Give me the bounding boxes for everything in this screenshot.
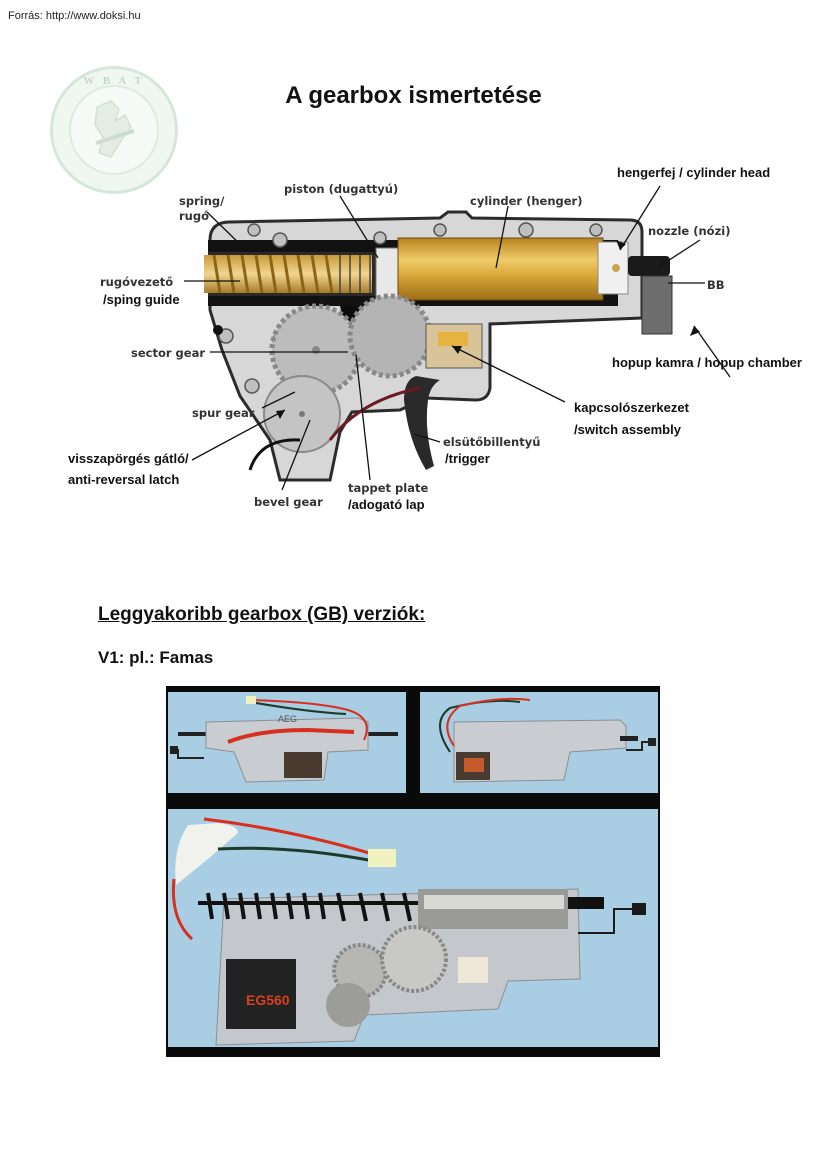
label-trigger: /trigger bbox=[445, 451, 490, 466]
label-hopup-chamber: hopup kamra / hopup chamber bbox=[612, 355, 802, 370]
label-bevel-gear: bevel gear bbox=[254, 495, 323, 509]
label-spring-guide: /sping guide bbox=[103, 292, 180, 307]
label-sector-gear: sector gear bbox=[131, 346, 205, 360]
hopup-chamber bbox=[641, 275, 673, 335]
source-line: Forrás: http://www.doksi.hu bbox=[8, 10, 141, 22]
label-switch-assembly-hu: kapcsolószerkezet bbox=[574, 400, 689, 415]
gearbox-diagram bbox=[204, 210, 673, 482]
logo-text: W B A T bbox=[83, 75, 145, 87]
famas-gearbox-photos: AEG bbox=[166, 686, 660, 1057]
label-cylinder: cylinder (henger) bbox=[470, 194, 583, 208]
section-heading: Leggyakoribb gearbox (GB) verziók: bbox=[98, 604, 426, 625]
mascot-icon bbox=[94, 100, 135, 158]
label-spring-hu: rugó bbox=[179, 209, 209, 223]
spring-detail bbox=[198, 892, 418, 922]
label-bb: BB bbox=[707, 278, 725, 292]
motor bbox=[226, 959, 296, 1029]
label-cylinder-head: hengerfej / cylinder head bbox=[617, 165, 771, 180]
label-anti-reversal: anti-reversal latch bbox=[68, 472, 180, 487]
label-spring: spring/ bbox=[179, 194, 225, 208]
label-piston: piston (dugattyú) bbox=[284, 182, 399, 196]
label-trigger-hu: elsütőbillentyű bbox=[443, 435, 541, 449]
piston-head bbox=[339, 255, 371, 293]
logo-inner-ring bbox=[69, 85, 159, 175]
cylinder bbox=[397, 237, 604, 301]
gear-partial bbox=[347, 293, 433, 379]
label-switch-assembly: /switch assembly bbox=[574, 422, 681, 437]
version-heading: V1: pl.: Famas bbox=[98, 648, 214, 667]
aeg-marking: AEG bbox=[278, 714, 297, 724]
motor-label: EG560 bbox=[246, 992, 290, 1008]
label-tappet-plate: tappet plate bbox=[348, 481, 429, 495]
page-title: A gearbox ismertetése bbox=[0, 82, 827, 110]
label-spur-gear: spur gear bbox=[192, 406, 255, 420]
photo-gearbox-right-side bbox=[420, 692, 658, 793]
page-title-text: A gearbox ismertetése bbox=[285, 82, 542, 109]
photo-gearbox-open: EG560 bbox=[168, 809, 658, 1047]
photo-gearbox-left-side: AEG bbox=[168, 692, 406, 793]
label-tappet-plate-hu: /adogató lap bbox=[348, 497, 425, 512]
spring bbox=[204, 254, 372, 294]
label-anti-reversal-hu: visszapörgés gátló/ bbox=[68, 451, 189, 466]
trigger-part bbox=[404, 376, 440, 470]
label-spring-guide-hu: rugóvezető bbox=[100, 275, 174, 289]
club-logo-watermark: W B A T bbox=[50, 66, 178, 194]
label-nozzle: nozzle (nózi) bbox=[648, 224, 731, 238]
nozzle bbox=[628, 256, 670, 276]
